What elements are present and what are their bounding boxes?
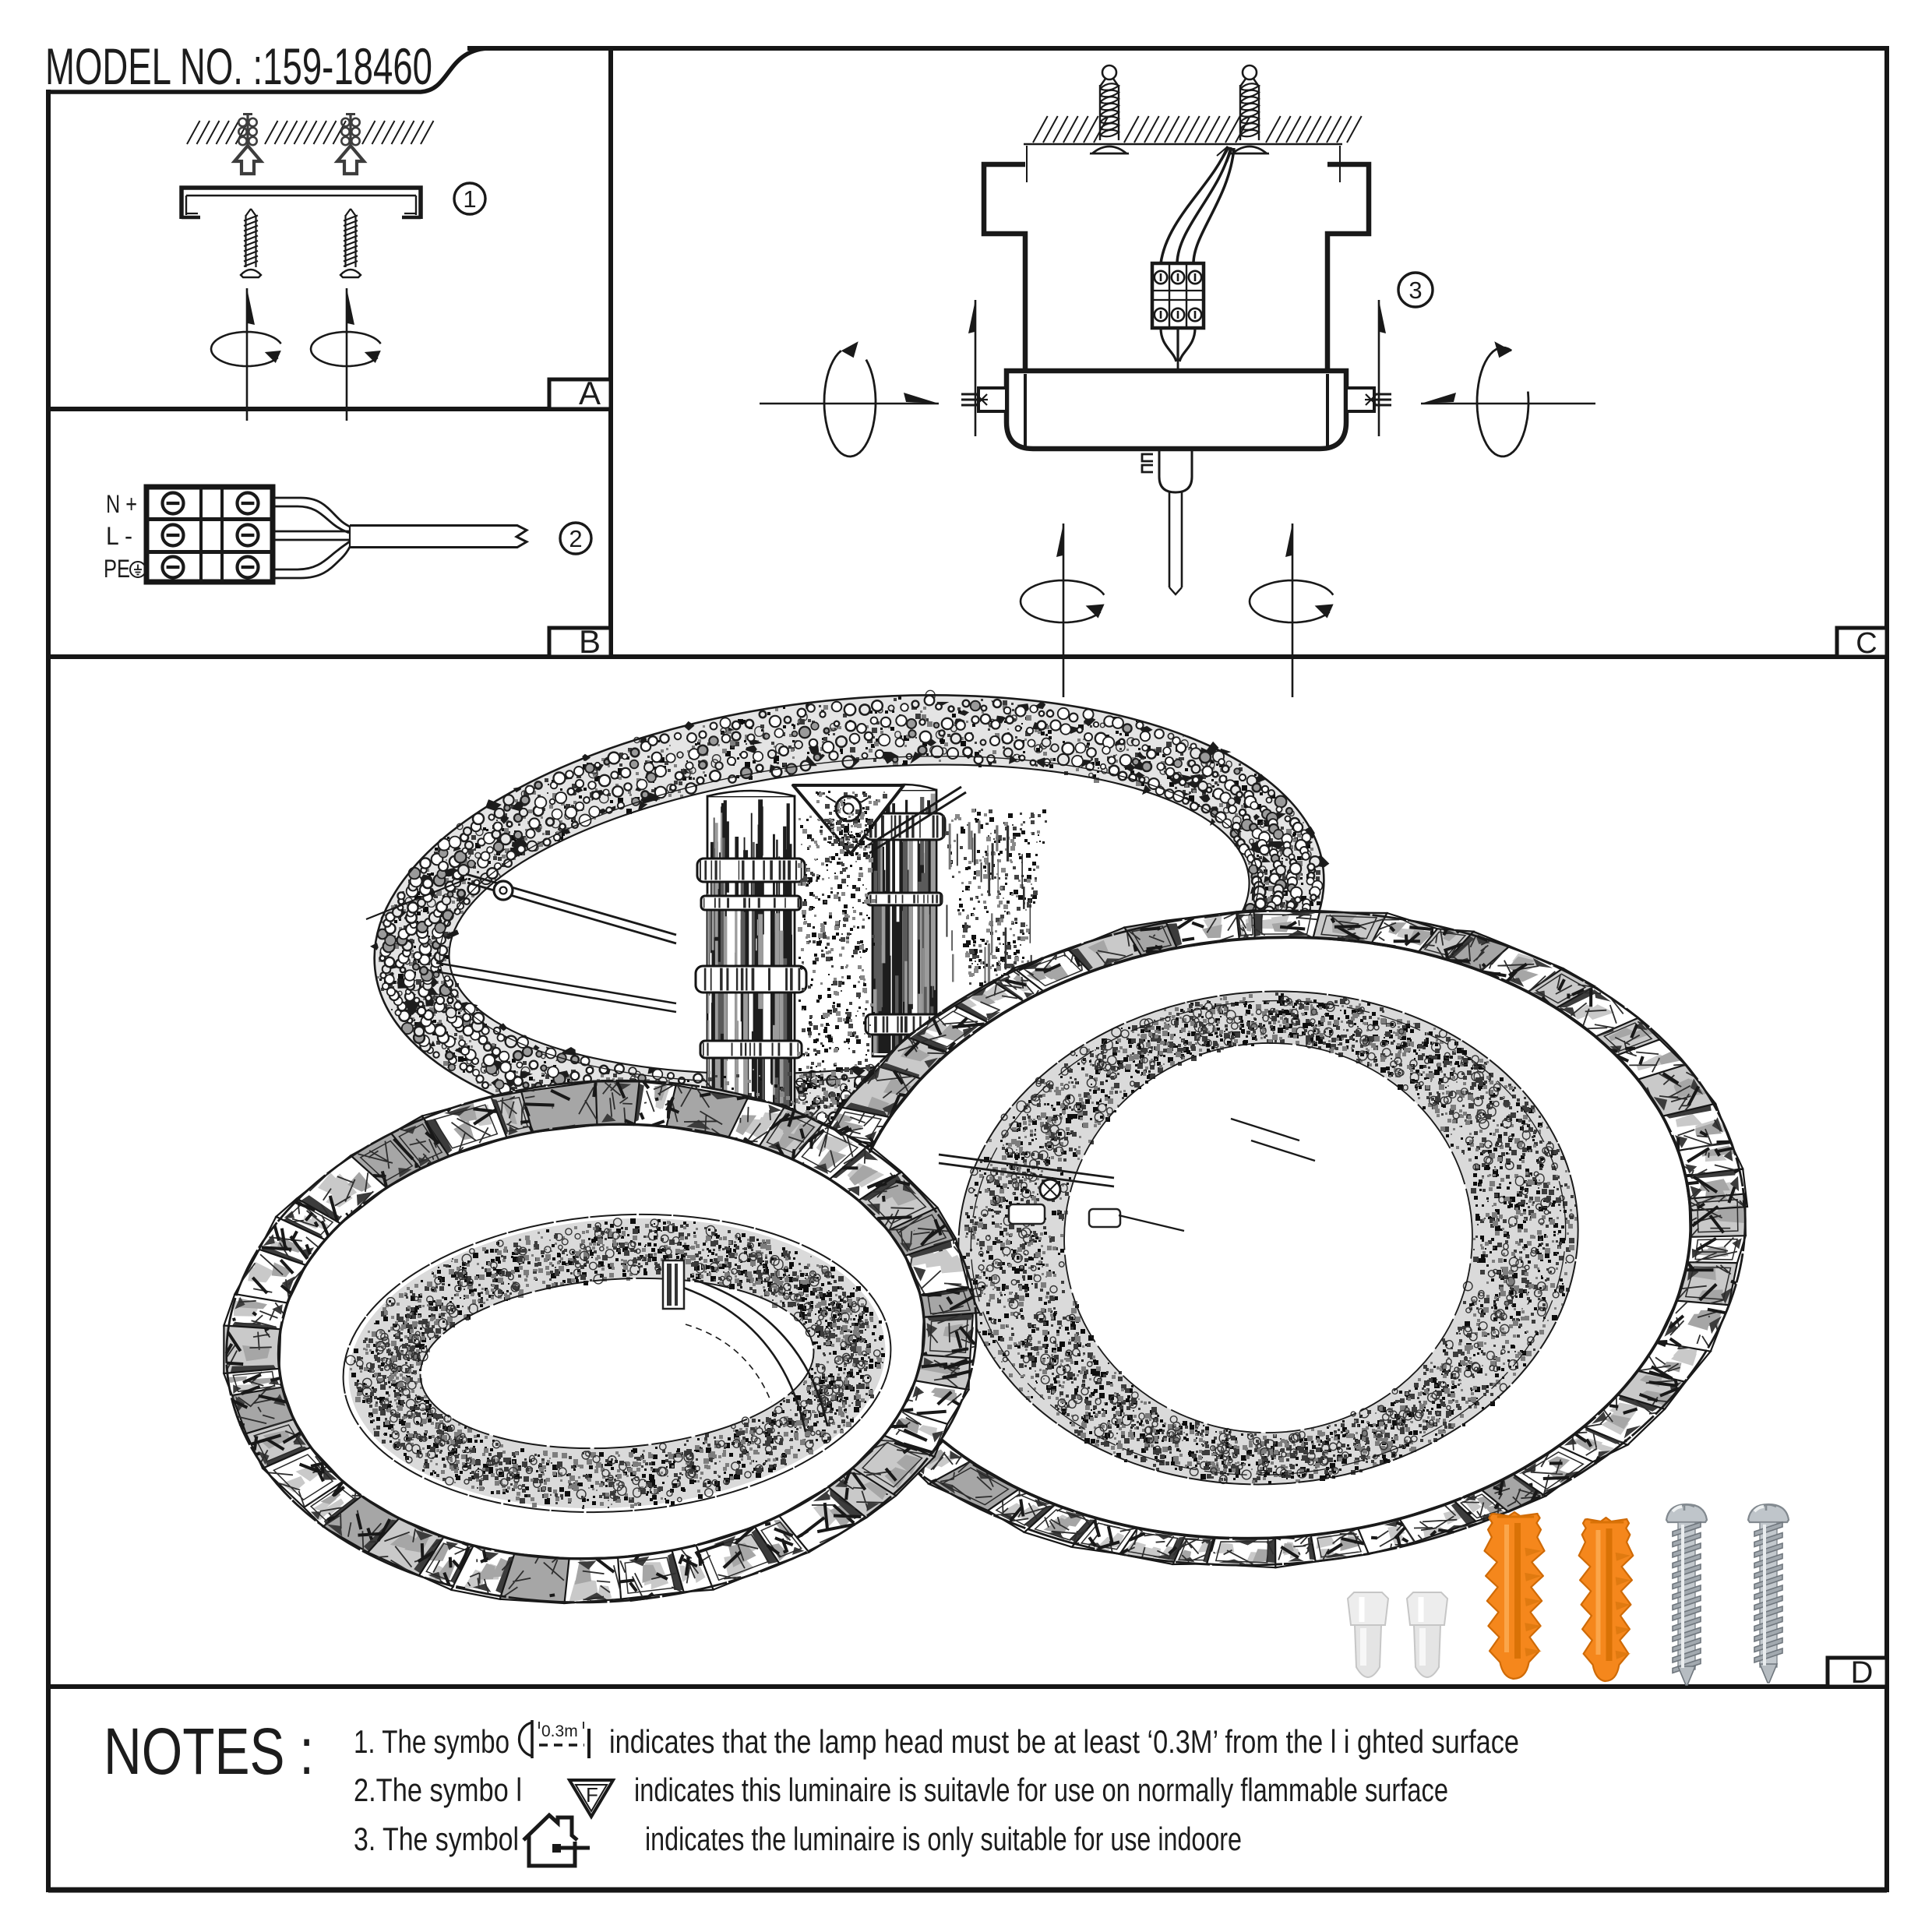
svg-text:F: F (586, 1783, 598, 1807)
svg-text:2.The symbo l: 2.The symbo l (354, 1772, 522, 1808)
svg-text:NOTES :: NOTES : (104, 1715, 314, 1788)
svg-text:PE: PE (104, 555, 130, 583)
svg-text:indicates the luminaire is onl: indicates the luminaire is only suitable… (645, 1821, 1242, 1857)
svg-text:indicates this luminaire is su: indicates this luminaire is suitavle for… (634, 1772, 1448, 1808)
svg-text:MODEL NO. :159-18460: MODEL NO. :159-18460 (45, 37, 432, 95)
svg-text:2: 2 (569, 525, 582, 552)
svg-text:1. The symbo: 1. The symbo (354, 1723, 509, 1760)
svg-text:indicates that the lamp head m: indicates that the lamp head must be at … (609, 1723, 1519, 1760)
svg-text:N +: N + (106, 490, 137, 518)
svg-text:1: 1 (463, 185, 476, 213)
svg-text:B: B (579, 623, 601, 660)
svg-text:L -: L - (106, 522, 132, 550)
svg-text:0.3m: 0.3m (541, 1722, 578, 1740)
svg-text:3. The symbol: 3. The symbol (354, 1821, 519, 1857)
svg-text:D: D (1851, 1655, 1874, 1690)
svg-text:C: C (1856, 627, 1877, 660)
svg-text:3: 3 (1408, 277, 1422, 304)
svg-text:A: A (579, 375, 601, 411)
